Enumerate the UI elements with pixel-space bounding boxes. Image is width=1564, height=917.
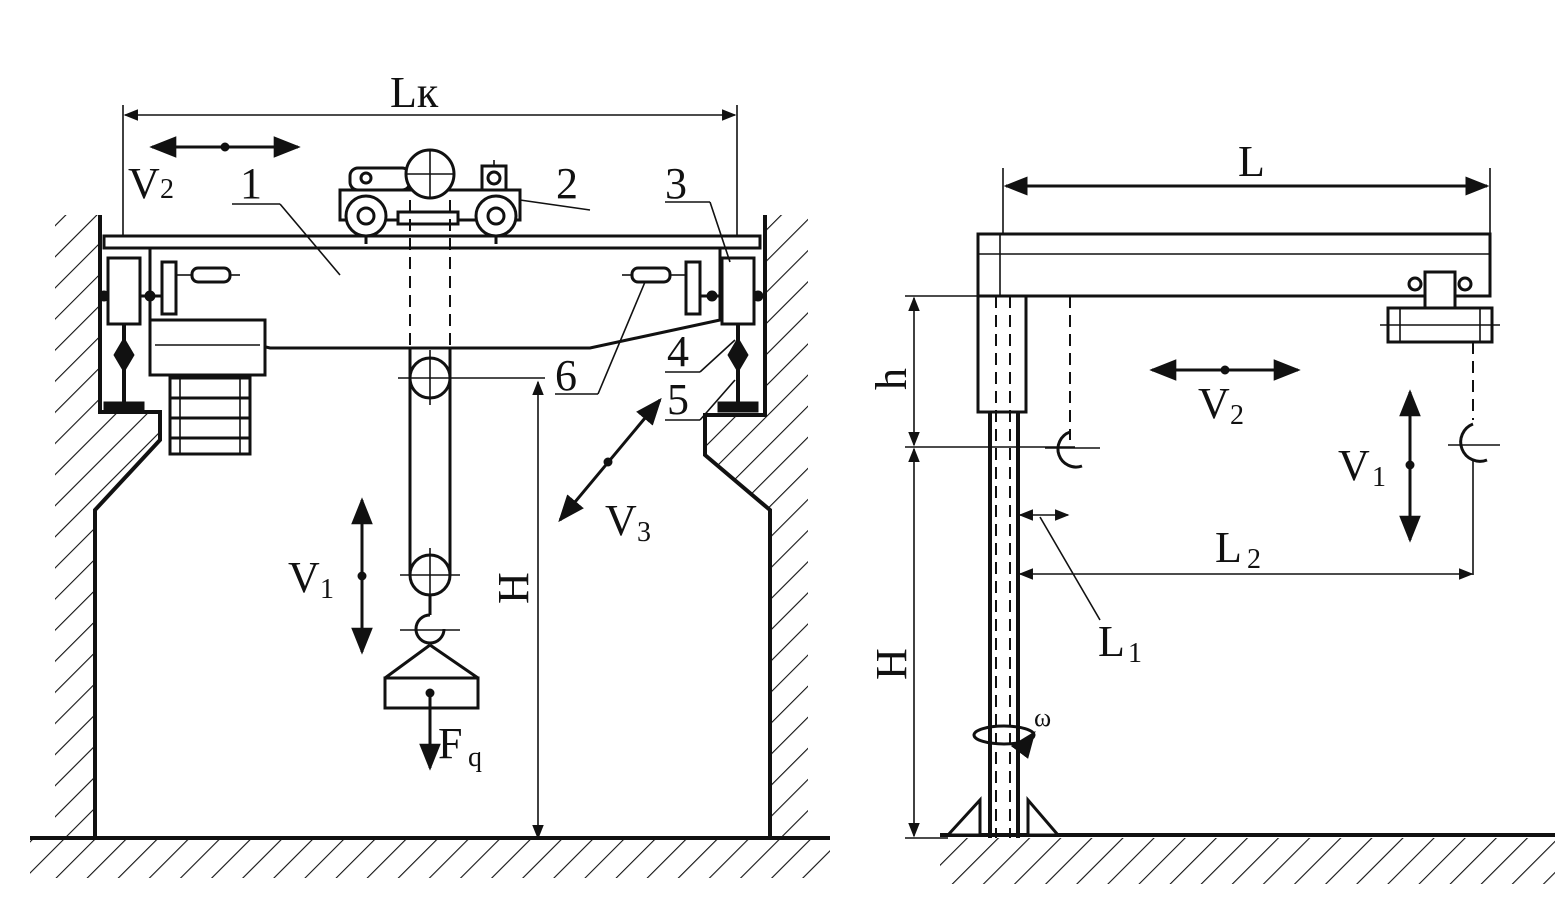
- height-dimension-left: H: [489, 380, 544, 840]
- upper-height-label: h: [867, 368, 916, 390]
- trolley-speed-right-sub: 2: [1230, 400, 1244, 431]
- hook-min-reach: [1045, 430, 1100, 469]
- hoist-speed-sub: 1: [320, 574, 334, 605]
- hook-max-reach: [1448, 342, 1500, 575]
- jib-column: [944, 294, 1062, 838]
- max-reach-main: L: [1215, 523, 1242, 572]
- trolley-speed-right-main: V: [1198, 379, 1230, 428]
- hoist-speed-main: V: [288, 553, 320, 602]
- hook-and-load: F q: [383, 595, 482, 773]
- min-reach-main: L: [1098, 617, 1125, 666]
- right-buffer: [622, 266, 686, 284]
- hoist-speed-right-sub: 1: [1372, 462, 1386, 493]
- left-buffer: [176, 266, 240, 284]
- bridge-speed-sub: 3: [637, 517, 651, 548]
- callout-6: 6: [555, 351, 577, 400]
- min-reach-sub: 1: [1128, 638, 1142, 669]
- jib-trolley: [1380, 270, 1500, 344]
- span-label: Lк: [390, 68, 439, 117]
- height-label-left: H: [489, 572, 538, 604]
- load-label-sub: q: [468, 742, 482, 773]
- ground-left: [30, 836, 830, 878]
- rotation-indicator: ω: [972, 703, 1051, 759]
- span-dimension: Lк: [122, 68, 738, 240]
- trolley-speed-right: V 2: [1149, 359, 1301, 431]
- column-height-label: H: [867, 648, 916, 680]
- bridge-crane-figure: Lк V 2: [30, 68, 830, 878]
- jib-boom: [976, 232, 1492, 298]
- callout-1: 1: [240, 159, 262, 208]
- left-end-carriage: [98, 256, 178, 413]
- ground-right: [940, 833, 1555, 884]
- crane-trolley: [338, 148, 522, 244]
- callout-4: 4: [667, 327, 689, 376]
- reach-dimensions: L 1 L 2: [1018, 509, 1474, 669]
- rotation-label: ω: [1034, 703, 1051, 732]
- trolley-speed-left: V 2: [128, 136, 301, 208]
- trolley-speed-main: V: [128, 159, 160, 208]
- bridge-speed-main: V: [605, 496, 637, 545]
- jib-crane-figure: L ω: [867, 137, 1555, 884]
- left-wall: [55, 215, 162, 838]
- callout-5: 5: [667, 375, 689, 424]
- hoist-speed-right: V 1: [1338, 389, 1421, 543]
- bridge-girder: [102, 234, 762, 377]
- max-reach-sub: 2: [1247, 544, 1261, 575]
- hoist-speed-right-main: V: [1338, 441, 1370, 490]
- callout-2: 2: [556, 159, 578, 208]
- bridge-speed: V 3: [558, 397, 662, 548]
- height-dimensions-right: h H: [867, 295, 1075, 839]
- hoist-ropes: [398, 200, 545, 602]
- right-end-carriage: [684, 256, 764, 413]
- trolley-speed-sub: 2: [160, 174, 174, 205]
- callouts: 1 2 3 4 5 6: [232, 159, 736, 424]
- boom-label: L: [1238, 137, 1265, 186]
- hoist-speed-left: V 1: [288, 497, 373, 655]
- right-wall: [703, 215, 808, 838]
- operator-ladder: [168, 376, 252, 456]
- load-label-main: F: [438, 719, 462, 768]
- callout-3: 3: [665, 159, 687, 208]
